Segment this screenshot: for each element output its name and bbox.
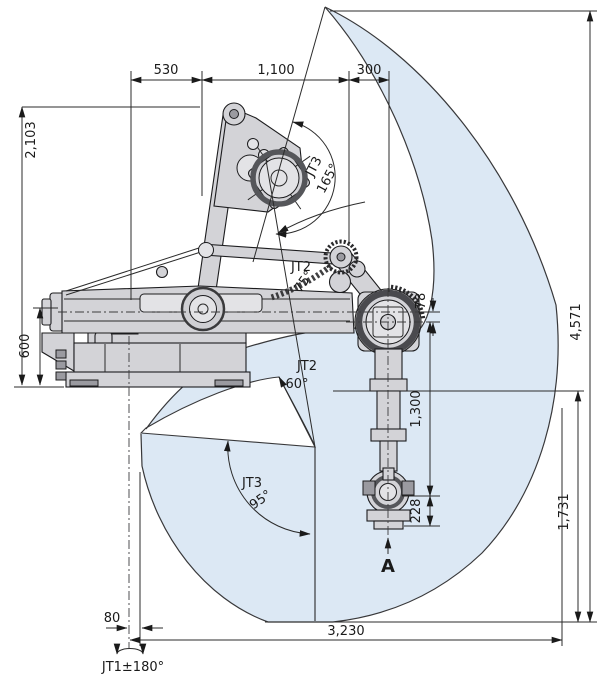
ball-tab-right — [401, 480, 415, 496]
flange-face — [373, 520, 404, 530]
jt1-rotation-arc — [113, 643, 147, 655]
jt3-95-arc — [223, 440, 311, 537]
column-seg3 — [379, 440, 398, 472]
jt3-165-arc — [275, 121, 336, 238]
arm-rear-cap2 — [41, 298, 52, 326]
base-clamp-3 — [55, 371, 67, 381]
gear-teeth — [323, 239, 359, 275]
extension-lines — [14, 10, 597, 646]
envelope-wedge-white — [139, 376, 316, 448]
dim-1731: 1,731 — [557, 493, 572, 530]
ball-stem — [382, 467, 395, 481]
base-clamp-2 — [55, 360, 67, 370]
column-band2 — [370, 428, 407, 442]
dim-80: 80 — [104, 611, 121, 626]
wrist-face-raised — [258, 157, 300, 199]
robot-column — [362, 348, 415, 530]
gear-center — [336, 252, 346, 262]
column-seg1 — [374, 348, 403, 382]
brace-line — [65, 250, 205, 296]
dim-1300: 1,300 — [409, 390, 424, 427]
jt3-95-name: JT3 — [241, 476, 262, 491]
base-block — [73, 342, 247, 375]
idler — [328, 270, 352, 294]
wrist-teeth-arc — [390, 284, 426, 320]
jt2-75-name: JT2 — [290, 260, 311, 275]
column-seg2 — [376, 390, 401, 432]
jt2-60-name: JT2 — [296, 359, 317, 374]
dim-4571: 4,571 — [569, 303, 584, 340]
robot-wrist — [354, 284, 426, 356]
bolt-hole — [247, 138, 259, 150]
jt2-75-arc — [277, 201, 366, 234]
dim-1100: 1,100 — [257, 63, 294, 78]
brace-line — [65, 246, 203, 292]
base-clamp-1 — [55, 349, 67, 359]
dim-600: 600 — [18, 334, 33, 359]
dim-78: 78 — [414, 293, 429, 310]
column-band1 — [369, 378, 408, 392]
jt2-60-arc — [278, 376, 315, 445]
elbow-center — [229, 109, 239, 119]
point-a-label: A — [381, 556, 395, 577]
ball-tab-left — [362, 480, 376, 496]
dimension-layer: 530 1,100 300 2,103 600 4,571 1,731 78 1… — [14, 10, 597, 646]
jt1-label: JT1±180° — [101, 660, 164, 675]
flange-plate — [366, 509, 411, 522]
dim-2103: 2,103 — [24, 121, 39, 158]
link-pivot-rear — [198, 242, 214, 258]
eyelet — [155, 265, 169, 279]
base-foot-left — [69, 379, 99, 387]
dim-228: 228 — [409, 499, 424, 524]
envelope-outer-boundary — [140, 6, 559, 623]
jt2-60-angle: 60° — [285, 377, 308, 392]
dim-3230: 3,230 — [327, 624, 364, 639]
jt2-joint-center — [197, 303, 209, 315]
jt2-joint-inner — [189, 295, 217, 323]
dim-300: 300 — [357, 63, 382, 78]
chain-band — [269, 263, 333, 301]
dim-530: 530 — [154, 63, 179, 78]
base-foot-right — [214, 379, 244, 387]
jt2-swing-line — [265, 159, 316, 448]
